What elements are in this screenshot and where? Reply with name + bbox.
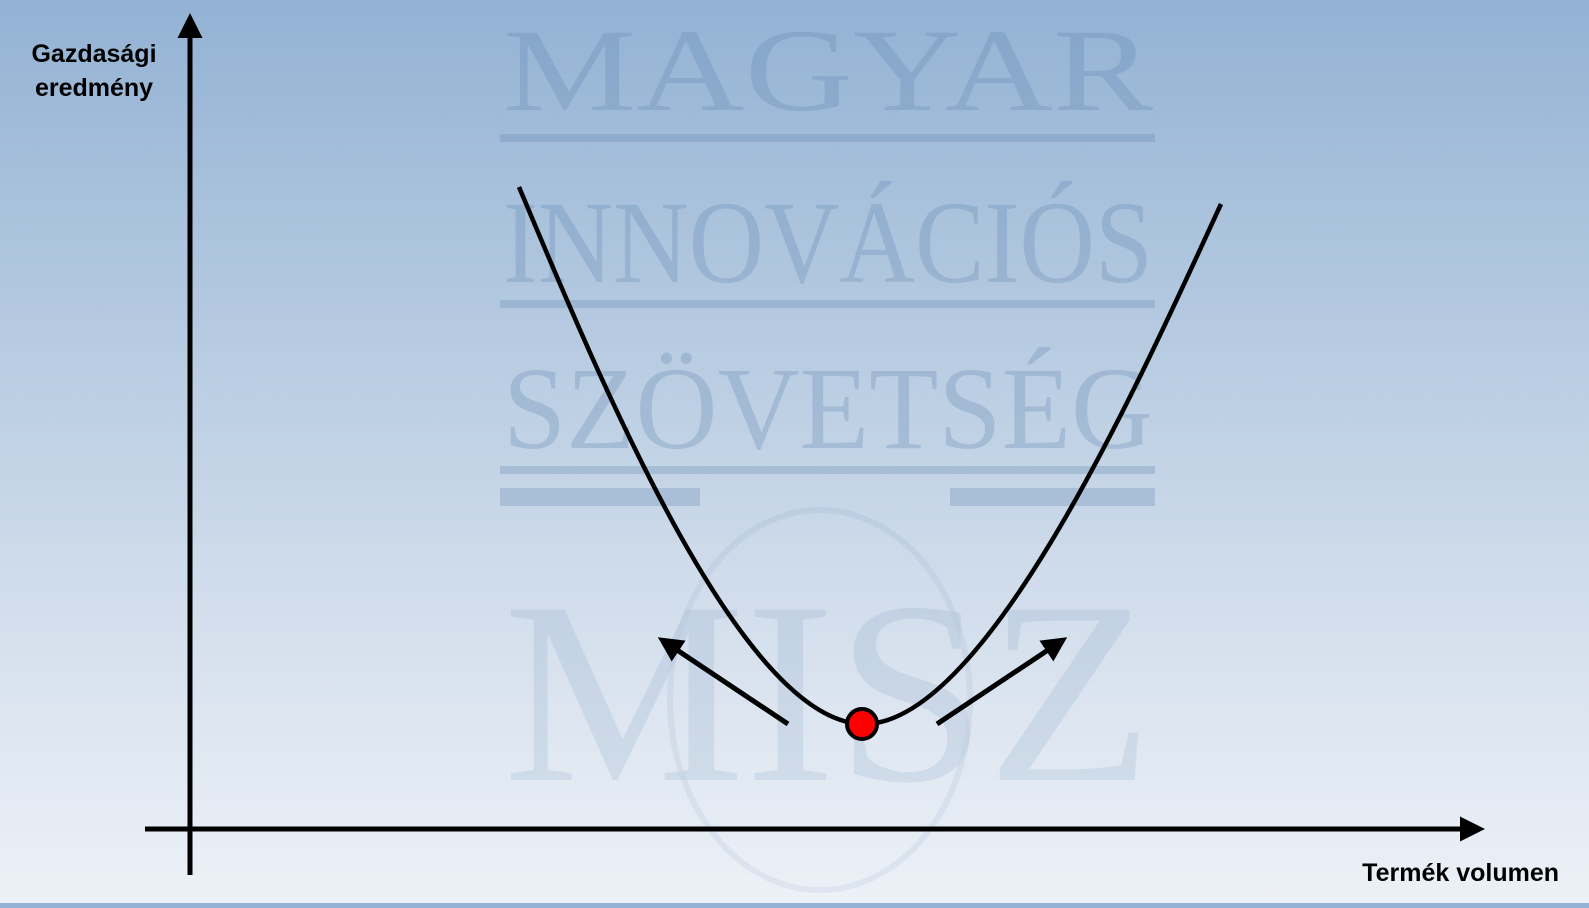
x-axis-label: Termék volumen xyxy=(1362,859,1559,887)
watermark-monogram: MISZ xyxy=(503,549,1153,837)
watermark-rule-2 xyxy=(500,300,1155,308)
y-axis-label: Gazdasági eredmény xyxy=(31,40,157,102)
watermark-line3: SZÖVETSÉG xyxy=(503,343,1153,474)
watermark-rule-4b xyxy=(950,488,1155,506)
watermark-line2: INNOVÁCIÓS xyxy=(503,177,1153,308)
left-up-arrow xyxy=(657,637,790,727)
watermark: MAGYAR INNOVÁCIÓS SZÖVETSÉG MISZ xyxy=(500,5,1155,893)
watermark-line1: MAGYAR xyxy=(503,5,1153,136)
watermark-rule-1 xyxy=(500,134,1155,142)
minimum-point xyxy=(845,707,879,741)
watermark-rule-4a xyxy=(500,488,700,506)
right-up-arrow xyxy=(935,637,1068,727)
watermark-rule-3 xyxy=(500,466,1155,474)
